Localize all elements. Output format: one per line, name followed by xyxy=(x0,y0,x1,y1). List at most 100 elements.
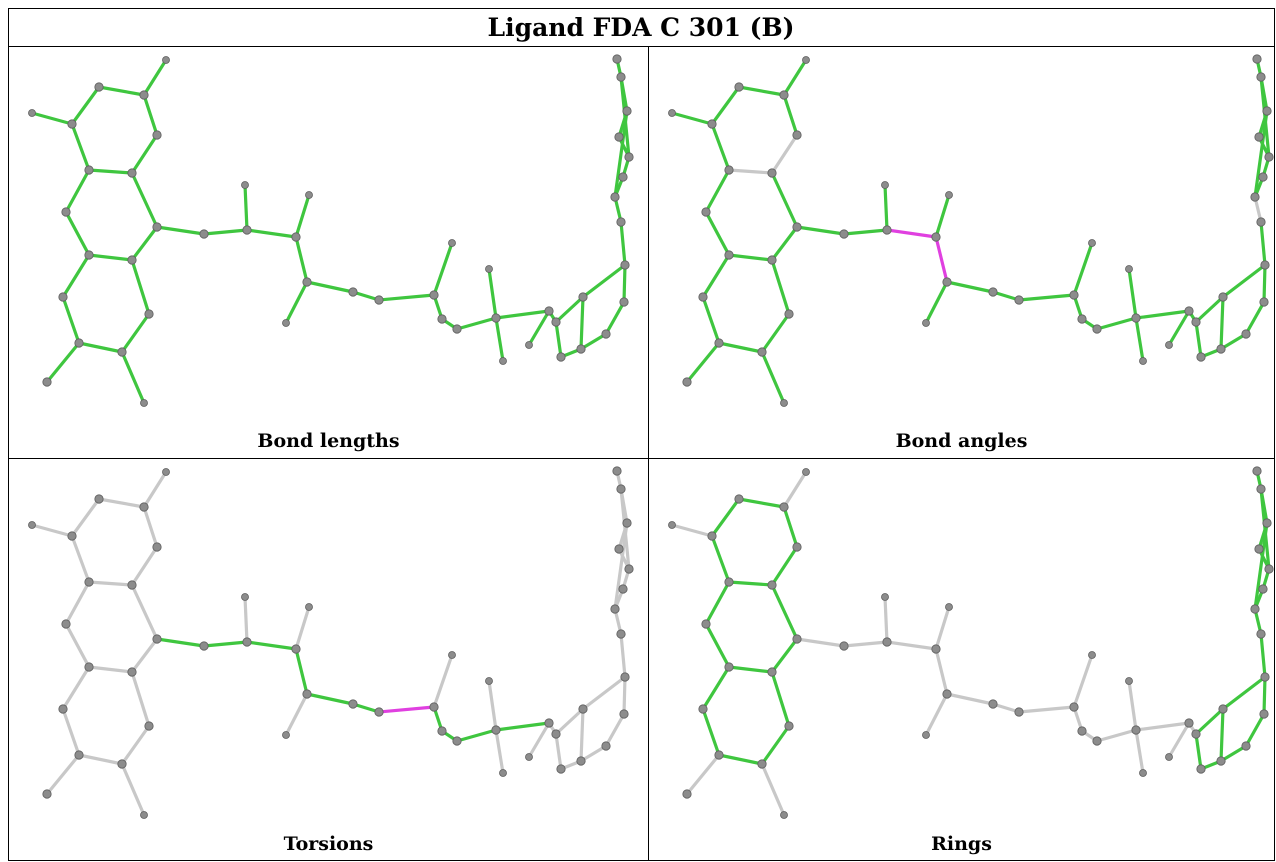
atom xyxy=(734,494,744,504)
atom xyxy=(1218,292,1228,302)
atom xyxy=(28,521,36,529)
atom xyxy=(624,564,634,574)
bond xyxy=(77,341,124,354)
atom xyxy=(139,90,149,100)
atom xyxy=(58,292,68,302)
bond xyxy=(245,640,298,651)
bond xyxy=(934,647,949,696)
bond xyxy=(1072,241,1094,297)
bond xyxy=(924,692,949,737)
atom xyxy=(734,82,744,92)
atom xyxy=(58,704,68,714)
atom xyxy=(802,56,810,64)
bond xyxy=(1219,332,1248,351)
bond xyxy=(704,210,731,257)
atom xyxy=(1069,702,1079,712)
bond xyxy=(842,640,889,648)
atom xyxy=(1262,518,1272,528)
bond xyxy=(494,316,505,363)
bond xyxy=(1134,316,1145,363)
molecule-torsions xyxy=(28,466,634,819)
bond xyxy=(945,692,995,706)
atom xyxy=(162,468,170,476)
atom xyxy=(152,542,162,552)
bond xyxy=(1259,632,1267,679)
atom xyxy=(767,255,777,265)
bond xyxy=(727,168,774,175)
atom xyxy=(698,704,708,714)
bond xyxy=(945,280,995,294)
bond xyxy=(294,193,311,239)
atom xyxy=(1256,72,1266,82)
bond xyxy=(284,692,309,737)
atom xyxy=(302,277,312,287)
bond xyxy=(142,93,159,137)
atom xyxy=(305,603,313,611)
bond xyxy=(155,225,206,236)
bond xyxy=(1017,705,1076,714)
bond xyxy=(1219,295,1225,351)
bond xyxy=(1095,316,1138,331)
bond xyxy=(727,580,774,587)
bond xyxy=(142,505,159,549)
bond xyxy=(70,497,101,538)
bond xyxy=(710,122,731,172)
bond xyxy=(1072,653,1094,709)
atom xyxy=(42,377,52,387)
bond xyxy=(717,753,764,766)
atom xyxy=(61,619,71,629)
atom xyxy=(802,468,810,476)
atom xyxy=(1196,352,1206,362)
atom xyxy=(1125,265,1133,273)
atom xyxy=(620,260,630,270)
bond xyxy=(487,267,498,320)
bond xyxy=(1221,675,1267,711)
bond xyxy=(202,228,249,236)
bond xyxy=(710,497,741,538)
atom xyxy=(1088,651,1096,659)
atom xyxy=(988,287,998,297)
bond xyxy=(885,228,938,239)
bond xyxy=(1134,721,1191,732)
atom xyxy=(485,677,493,685)
bond xyxy=(770,583,799,641)
bond xyxy=(554,320,563,359)
bond xyxy=(87,253,134,262)
atom xyxy=(988,699,998,709)
atom xyxy=(767,168,777,178)
atom xyxy=(144,721,154,731)
atom xyxy=(622,518,632,528)
atom xyxy=(556,352,566,362)
bond xyxy=(377,293,436,302)
bond xyxy=(70,85,101,126)
atom xyxy=(1092,736,1102,746)
bond xyxy=(1259,220,1267,267)
atom xyxy=(127,667,137,677)
atom xyxy=(452,736,462,746)
bond xyxy=(1194,295,1225,324)
atom xyxy=(618,172,628,182)
atom xyxy=(1069,290,1079,300)
atom xyxy=(551,729,561,739)
atom xyxy=(668,521,676,529)
atom xyxy=(551,317,561,327)
atom xyxy=(945,191,953,199)
bond xyxy=(604,712,626,748)
bond xyxy=(613,521,629,611)
atom xyxy=(922,319,930,327)
atom xyxy=(1014,707,1024,717)
bond xyxy=(87,580,134,587)
bond xyxy=(579,744,608,763)
atom xyxy=(374,295,384,305)
caption-torsions: Torsions xyxy=(283,833,374,855)
bond xyxy=(70,534,91,584)
atom xyxy=(67,119,77,129)
atom xyxy=(429,702,439,712)
atom xyxy=(525,753,533,761)
atom xyxy=(767,667,777,677)
bond xyxy=(87,665,134,674)
atom xyxy=(698,292,708,302)
bond xyxy=(1017,293,1076,302)
atom xyxy=(485,265,493,273)
